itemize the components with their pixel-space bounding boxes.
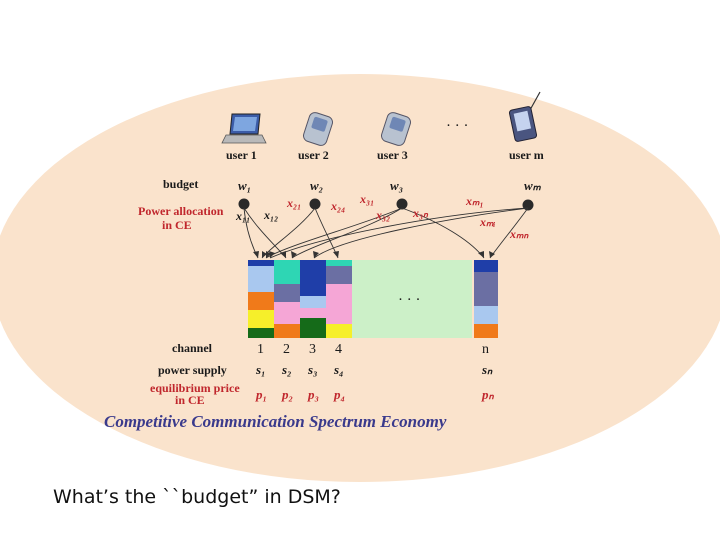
channel-2-block [274, 260, 300, 338]
user-1-node [238, 198, 250, 210]
channel-3-block [300, 260, 326, 338]
var-xmi: xₘᵢ [479, 215, 496, 229]
var-xm1: xₘ₁ [465, 194, 484, 208]
pda-icon-user2 [303, 112, 333, 146]
weight-wm: wₘ [524, 178, 542, 193]
user-2-node [309, 198, 321, 210]
user-1-label: user 1 [226, 148, 257, 162]
user-3-label: user 3 [377, 148, 408, 162]
supply-s3: s₃ [307, 362, 318, 377]
channel-4-number: 4 [335, 342, 342, 357]
channel-label: channel [172, 341, 213, 355]
pda-icon-userm [508, 91, 541, 142]
power-allocation-label-2: in CE [162, 218, 192, 232]
var-x12: x₁₂ [263, 208, 278, 222]
supply-s4: s₄ [333, 362, 344, 377]
channel-2-number: 2 [283, 342, 290, 357]
var-x24: x₂₄ [330, 199, 345, 213]
top-ellipsis: · · · [446, 118, 469, 134]
price-p1: p₁ [255, 387, 267, 402]
power-allocation-label: Power allocation [138, 204, 224, 218]
channel-1-block [248, 260, 274, 338]
price-pn: pₙ [481, 387, 495, 402]
weight-w2: w₂ [310, 178, 323, 193]
price-p2: p₂ [281, 387, 293, 402]
channel-n-block [474, 260, 498, 338]
laptop-icon [221, 113, 267, 144]
weight-w3: w₃ [390, 178, 403, 193]
var-x21: x₂₁ [286, 196, 301, 210]
supply-s2: s₂ [281, 362, 292, 377]
pda-icon-user3 [381, 112, 411, 146]
eq-price-label-2: in CE [175, 393, 205, 407]
question-text: What’s the ``budget” in DSM? [53, 486, 341, 508]
var-x11: x₁₁ [235, 209, 250, 223]
channel-4-block [326, 260, 352, 338]
diagram-caption: Competitive Communication Spectrum Econo… [104, 412, 447, 431]
power-supply-label: power supply [158, 363, 227, 377]
channel-1-number: 1 [257, 342, 264, 357]
middle-channels-block [352, 260, 472, 338]
channel-3-number: 3 [309, 342, 316, 357]
user-2-label: user 2 [298, 148, 329, 162]
var-xmn: xₘₙ [509, 227, 529, 241]
mid-ellipsis: · · · [398, 292, 421, 308]
weight-w1: w₁ [238, 178, 251, 193]
var-x3n: x₃ₙ [412, 206, 429, 220]
user-m-label: user m [509, 148, 544, 162]
supply-sn: sₙ [481, 362, 493, 377]
arrow-heads [253, 251, 495, 258]
eq-price-label: equilibrium price [150, 381, 240, 395]
var-x31: x₃₁ [359, 192, 374, 206]
supply-s1: s₁ [255, 362, 266, 377]
price-p3: p₃ [307, 387, 319, 402]
user-3-node [396, 198, 408, 210]
var-x32: x₃₂ [375, 208, 390, 222]
channel-n-number: n [482, 342, 489, 357]
price-p4: p₄ [333, 387, 345, 402]
budget-label: budget [163, 177, 198, 191]
